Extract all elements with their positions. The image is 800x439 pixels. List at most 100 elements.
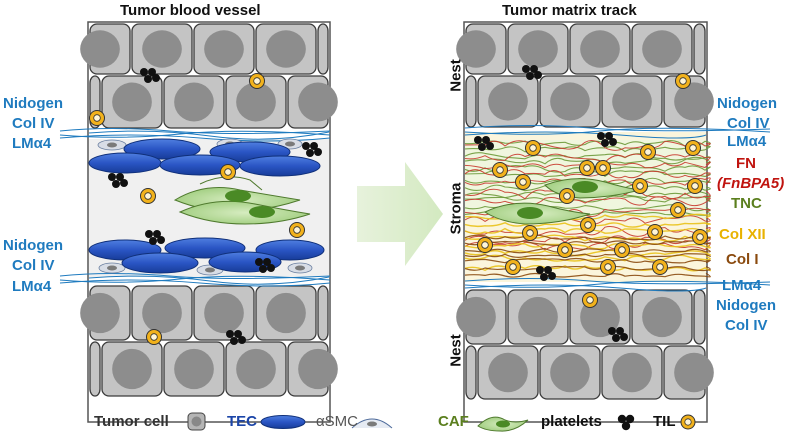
til-nucleus bbox=[696, 233, 704, 241]
til-nucleus bbox=[293, 226, 301, 234]
til-nucleus bbox=[519, 178, 527, 186]
tumor-cell bbox=[101, 75, 163, 129]
tumor-cell-nucleus bbox=[550, 352, 590, 393]
transition-arrow bbox=[357, 162, 443, 266]
left-lower-nidogen-label: Nidogen bbox=[3, 237, 63, 254]
tumor-cell bbox=[663, 345, 714, 400]
til-cell bbox=[675, 73, 691, 89]
til-nucleus bbox=[651, 228, 659, 236]
tumor-cell bbox=[317, 285, 329, 341]
til-cell bbox=[477, 237, 493, 253]
tumor-cell-nucleus bbox=[142, 30, 182, 68]
caf-cells-left bbox=[173, 176, 311, 225]
tumor-cell bbox=[89, 341, 101, 397]
tumor-cell-nucleus bbox=[456, 296, 496, 338]
til-cell bbox=[140, 188, 156, 204]
fnbpa5-label: (FnBPA5) bbox=[717, 175, 785, 192]
tumor-cell bbox=[456, 23, 507, 75]
left-lower-col4-label: Col IV bbox=[12, 257, 55, 274]
legend-til-nucleus-icon bbox=[684, 418, 692, 426]
tumor-cell-nucleus bbox=[298, 82, 338, 122]
til-cell bbox=[515, 174, 531, 190]
til-cell bbox=[632, 178, 648, 194]
tumor-cell bbox=[287, 75, 338, 129]
left-panel-title: Tumor blood vessel bbox=[120, 2, 261, 19]
fn-fiber bbox=[464, 196, 711, 207]
tumor-cell-nucleus bbox=[674, 82, 714, 121]
tumor-cell bbox=[693, 23, 706, 75]
til-nucleus bbox=[93, 114, 101, 122]
til-cell bbox=[580, 217, 596, 233]
tumor-cell-nucleus bbox=[266, 30, 306, 68]
nest-top-label: Nest bbox=[447, 59, 465, 92]
til-nucleus bbox=[481, 241, 489, 249]
fn-label: FN bbox=[736, 155, 756, 172]
til-cell bbox=[595, 160, 611, 176]
platelet-cluster bbox=[226, 330, 246, 345]
legend-caf-nucleus-icon bbox=[496, 420, 510, 428]
tumor-cell bbox=[80, 23, 131, 75]
tnc-fiber bbox=[464, 152, 711, 161]
tumor-cell-nucleus bbox=[80, 292, 120, 334]
tumor-cell bbox=[601, 345, 663, 400]
tumor-cell bbox=[193, 285, 255, 341]
platelet-cluster bbox=[522, 65, 542, 80]
legend-icons bbox=[187, 412, 696, 432]
right-lower-nidogen-label: Nidogen bbox=[716, 297, 776, 314]
platelet-cluster bbox=[597, 132, 617, 147]
tumor-cell-nucleus bbox=[642, 30, 682, 68]
til-cell bbox=[89, 110, 105, 126]
right-upper-col4-label: Col IV bbox=[727, 115, 770, 132]
tumor-cell-nucleus bbox=[298, 348, 338, 390]
fn-fiber bbox=[464, 140, 711, 151]
legend-asmc-nucleus-icon bbox=[367, 421, 377, 427]
tumor-cell-nucleus bbox=[204, 292, 244, 334]
fn-fiber bbox=[464, 161, 711, 170]
til-nucleus bbox=[583, 164, 591, 172]
til-cell bbox=[670, 202, 686, 218]
tumor-cell bbox=[465, 345, 477, 400]
col12-fiber bbox=[464, 227, 711, 235]
legend-caf-label: CAF bbox=[438, 413, 469, 430]
tumor-cell bbox=[255, 23, 317, 75]
til-nucleus bbox=[586, 296, 594, 304]
tumor-cell-nucleus bbox=[488, 352, 528, 393]
col1-fiber bbox=[464, 252, 711, 259]
til-nucleus bbox=[529, 144, 537, 152]
col12-label: Col XII bbox=[719, 226, 766, 243]
tumor-cell bbox=[193, 23, 255, 75]
tumor-cell bbox=[663, 75, 714, 128]
til-cell bbox=[582, 292, 598, 308]
tumor-cell bbox=[631, 289, 693, 345]
col1-fiber bbox=[464, 234, 711, 241]
tumor-cell-nucleus bbox=[112, 82, 152, 122]
legend-asmc-label: αSMC bbox=[316, 413, 359, 430]
tumor-cell bbox=[255, 285, 317, 341]
tnc-fiber bbox=[464, 170, 711, 178]
right-panel-title: Tumor matrix track bbox=[502, 2, 637, 19]
tumor-cell-nucleus bbox=[612, 352, 652, 393]
tumor-cell bbox=[80, 285, 131, 341]
til-nucleus bbox=[691, 182, 699, 190]
til-nucleus bbox=[561, 246, 569, 254]
til-nucleus bbox=[656, 263, 664, 271]
tumor-cell bbox=[465, 75, 477, 128]
legend-tec-icon bbox=[260, 415, 306, 429]
col12-fiber bbox=[464, 254, 711, 262]
legend-tec-label: TEC bbox=[227, 413, 257, 430]
tumor-cell-nucleus bbox=[518, 30, 558, 68]
basement-membrane-right-lower bbox=[464, 278, 771, 292]
til-cell bbox=[146, 329, 162, 345]
tumor-cell bbox=[631, 23, 693, 75]
til-cell bbox=[525, 140, 541, 156]
left-panel bbox=[59, 21, 338, 423]
tumor-cell bbox=[539, 345, 601, 400]
til-cell bbox=[505, 259, 521, 275]
tumor-cell-rows-top-right bbox=[456, 23, 714, 128]
tumor-cell bbox=[225, 75, 287, 129]
til-cell bbox=[614, 242, 630, 258]
til-cell bbox=[652, 259, 668, 275]
til-nucleus bbox=[144, 192, 152, 200]
tumor-cell-nucleus bbox=[174, 82, 214, 122]
platelets-right bbox=[474, 65, 628, 342]
